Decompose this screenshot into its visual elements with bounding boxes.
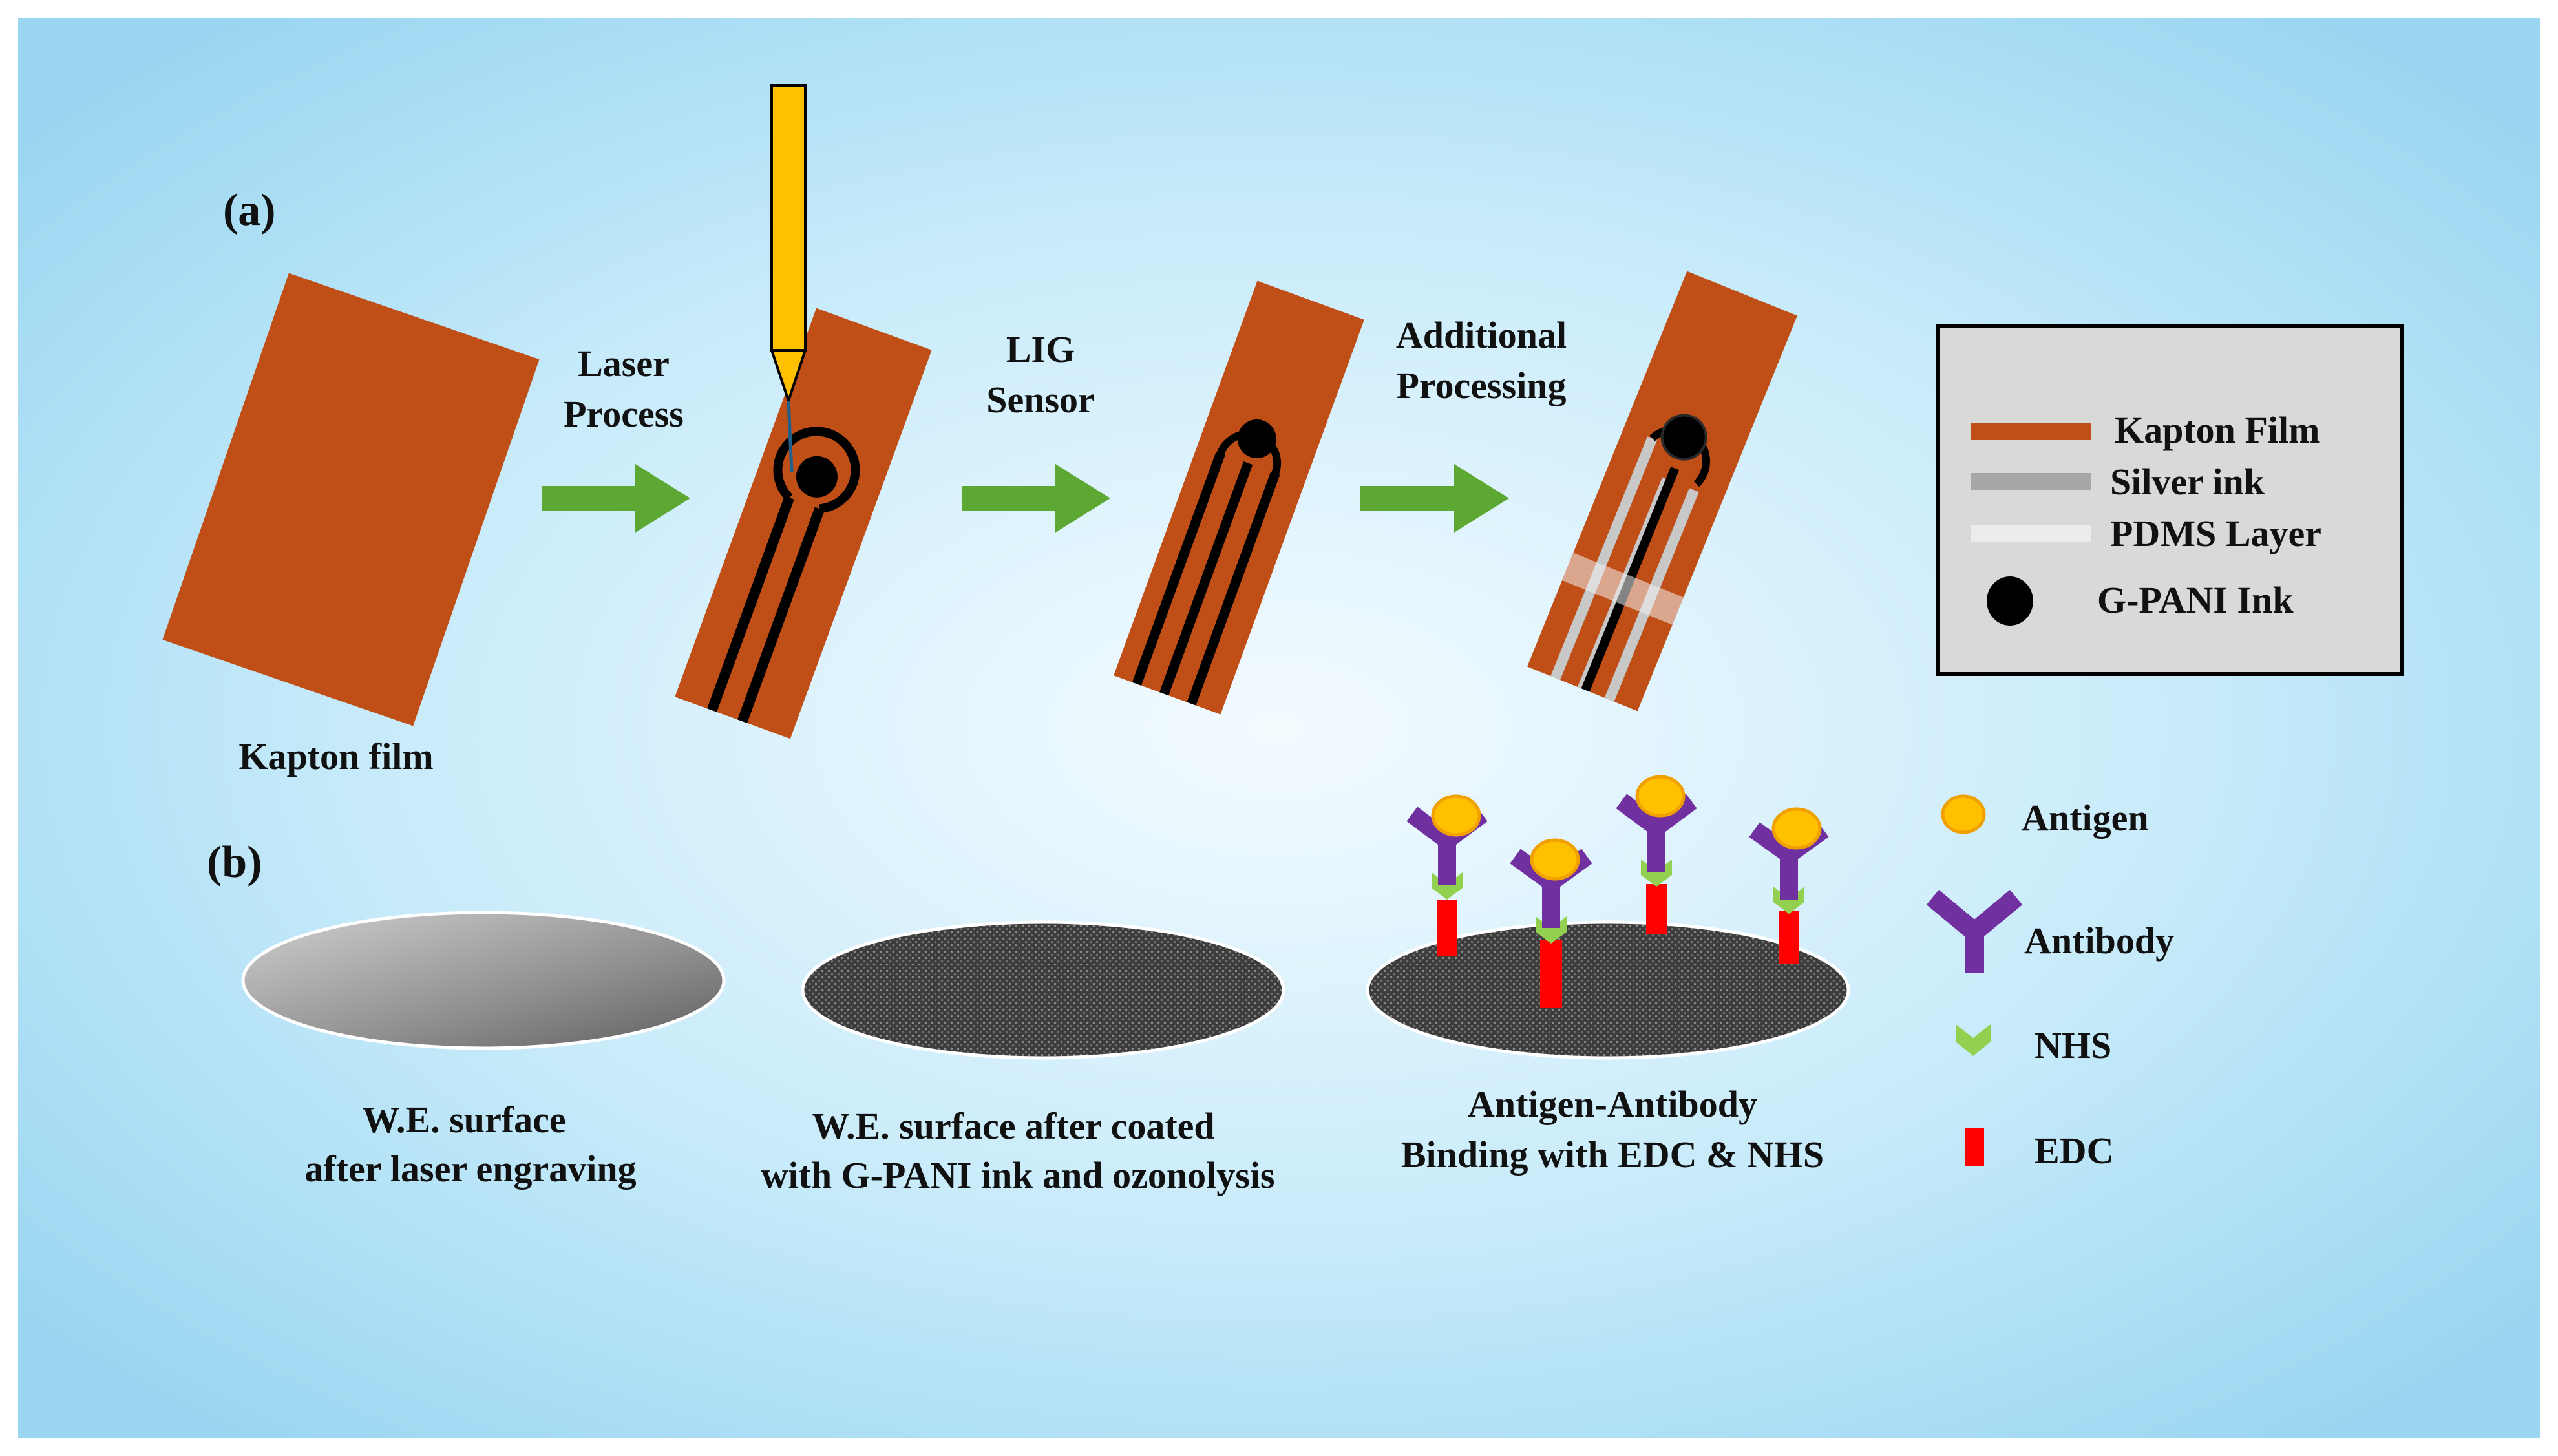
laser-engraved-surface bbox=[241, 911, 726, 1050]
laser-pen-icon bbox=[770, 84, 807, 472]
surface2-caption-line1: W.E. surface after coated bbox=[812, 1105, 1214, 1147]
surface2-caption-line2: with G-PANI ink and ozonolysis bbox=[761, 1154, 1275, 1196]
bound-complex-4 bbox=[1749, 807, 1829, 964]
bound-complex-2 bbox=[1510, 838, 1592, 1008]
arrow-icon-step3 bbox=[1360, 464, 1509, 533]
nhs-icon bbox=[1956, 1024, 1991, 1056]
gpani-coated-surface bbox=[801, 920, 1285, 1060]
bio-legend-label-nhs: NHS bbox=[2035, 1024, 2111, 1066]
surface3-caption-line1: Antigen-Antibody bbox=[1468, 1083, 1757, 1125]
bio-legend-label-antigen: Antigen bbox=[2022, 797, 2149, 839]
pdms-swatch bbox=[1971, 525, 2091, 542]
laser-process-label-line1: Laser bbox=[578, 343, 670, 385]
laser-process-label-line2: Process bbox=[564, 393, 684, 435]
bio-legend-label-edc: EDC bbox=[2035, 1130, 2113, 1172]
additional-processing-label-line1: Additional bbox=[1396, 314, 1567, 356]
bio-legend: Antigen Antibody NHS EDC bbox=[1926, 794, 2174, 1172]
surface1-caption-line2: after laser engraving bbox=[304, 1148, 636, 1190]
bound-complex-3 bbox=[1616, 775, 1697, 934]
panel-a-label: (a) bbox=[223, 185, 276, 235]
kapton-swatch bbox=[1971, 423, 2091, 440]
surface1-caption-line1: W.E. surface bbox=[362, 1099, 566, 1141]
legend-label-kapton: Kapton Film bbox=[2115, 409, 2320, 451]
legend-box: Kapton Film Silver ink PDMS Layer G-PANI… bbox=[1936, 324, 2404, 676]
binding-surface bbox=[1366, 920, 1850, 1060]
edc-icon bbox=[1965, 1128, 1984, 1166]
legend-label-silver: Silver ink bbox=[2110, 461, 2265, 503]
arrow-icon-step1 bbox=[542, 464, 690, 533]
panel-b-label: (b) bbox=[207, 838, 262, 887]
surface3-caption-line2: Binding with EDC & NHS bbox=[1401, 1134, 1824, 1176]
lig-sensor-label-line1: LIG bbox=[1006, 328, 1075, 370]
laser-strip bbox=[675, 308, 932, 739]
bio-legend-label-antibody: Antibody bbox=[2024, 920, 2174, 962]
legend-label-gpani: G-PANI Ink bbox=[2097, 579, 2294, 621]
bound-complex-1 bbox=[1406, 794, 1488, 956]
antigen-icon bbox=[1941, 794, 1986, 834]
gpani-dot bbox=[1987, 576, 2033, 626]
lig-sensor-label-line2: Sensor bbox=[986, 379, 1095, 421]
kapton-film-caption: Kapton film bbox=[238, 735, 433, 777]
silver-ink-swatch bbox=[1971, 473, 2091, 490]
kapton-film-sheet bbox=[162, 273, 540, 726]
lig-sensor-strip bbox=[1114, 280, 1364, 715]
legend-label-pdms: PDMS Layer bbox=[2110, 512, 2321, 554]
arrow-icon-step2 bbox=[962, 464, 1110, 533]
additional-processing-label-line2: Processing bbox=[1396, 364, 1566, 406]
processed-sensor-strip bbox=[1527, 271, 1797, 712]
background bbox=[18, 18, 2540, 1438]
antibody-icon bbox=[1926, 889, 2023, 973]
